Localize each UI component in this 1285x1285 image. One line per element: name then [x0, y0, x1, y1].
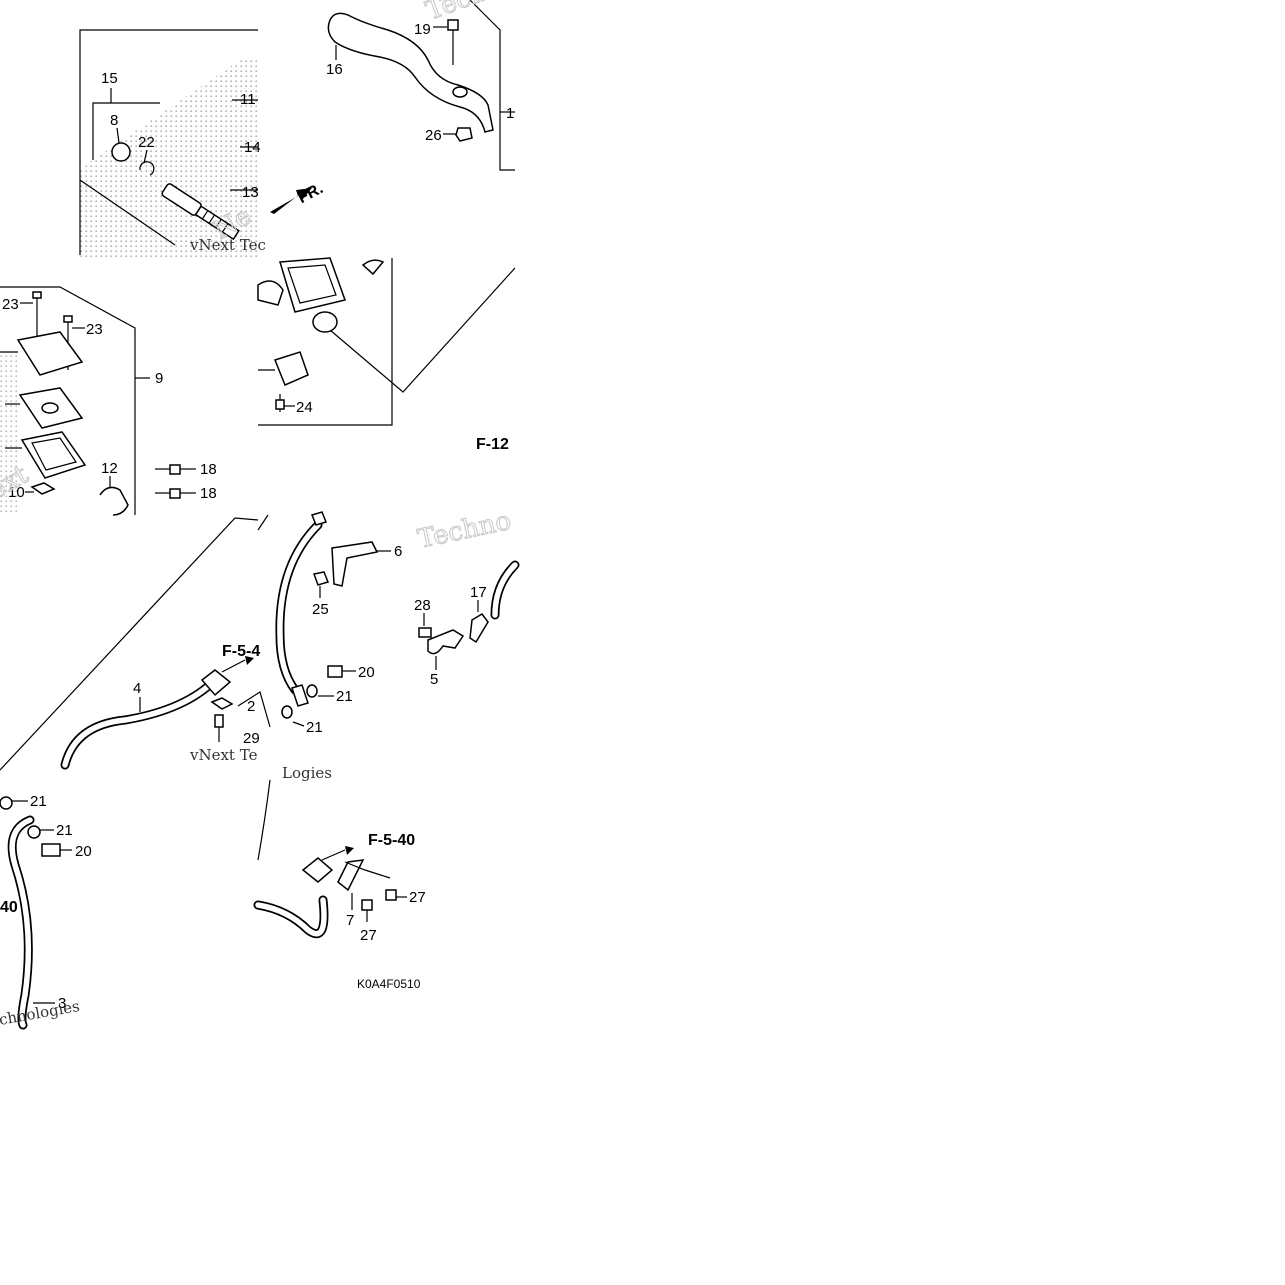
callout-18a: 18 — [200, 461, 217, 478]
tile-reservoir: 9 23 23 10 12 18 18 — [0, 286, 217, 516]
tile-master-cylinder-internals: 15 8 22 11 14 13 Ne vNext Tec — [78, 29, 266, 258]
callout-25: 25 — [312, 601, 329, 618]
direction-label: FR. — [295, 180, 326, 207]
callout-16: 16 — [326, 61, 343, 78]
callout-12: 12 — [101, 460, 118, 477]
callout-7: 7 — [346, 912, 354, 929]
watermark-logies: Logies — [282, 764, 332, 782]
tile-lower-bracket: F-5-40 7 27 27 — [253, 779, 426, 944]
watermark-next2: vNext Te — [189, 746, 258, 764]
callout-26: 26 — [425, 127, 442, 144]
callout-2: 2 — [247, 698, 255, 715]
callout-21a: 21 — [336, 688, 353, 705]
callout-24: 24 — [296, 399, 313, 416]
callout-29: 29 — [243, 730, 260, 747]
callout-21d: 21 — [56, 822, 73, 839]
watermark-chnologies: chnologies — [0, 997, 81, 1029]
callout-14: 14 — [244, 139, 261, 156]
callout-10: 10 — [8, 484, 25, 501]
callout-5: 5 — [430, 671, 438, 688]
ref-f540-bottom: F-5-40 — [368, 832, 415, 849]
callout-11: 11 — [240, 91, 256, 108]
callout-13: 13 — [242, 184, 259, 201]
callout-6: 6 — [394, 543, 402, 560]
ref-f12: F-12 — [476, 436, 509, 453]
callout-3: 3 — [58, 995, 66, 1012]
callout-20a: 20 — [358, 664, 375, 681]
ref-f540-mid: F-5-4 — [222, 643, 260, 660]
callout-27b: 27 — [360, 927, 377, 944]
callout-19: 19 — [414, 21, 431, 38]
callout-17: 17 — [470, 584, 487, 601]
watermark-brand2: Techno — [415, 506, 514, 555]
callout-18b: 18 — [200, 485, 217, 502]
callout-28: 28 — [414, 597, 431, 614]
callout-15: 15 — [101, 70, 118, 87]
callout-21b: 21 — [306, 719, 323, 736]
ref-f540-left: 40 — [0, 899, 18, 916]
callout-20b: 20 — [75, 843, 92, 860]
tile-hose-bracket: 6 25 20 21 21 Techno 5 17 28 Logies — [257, 505, 520, 782]
callout-9: 9 — [155, 370, 163, 387]
tile-master-cylinder-body: 24 — [257, 257, 516, 426]
tile-upper-hose: 4 F-5-4 2 29 vNext Te — [0, 517, 271, 771]
watermark-brand: Techno — [422, 0, 521, 27]
callout-23b: 23 — [86, 321, 103, 338]
diagram-code: K0A4F0510 — [357, 977, 421, 991]
callout-4: 4 — [133, 680, 141, 697]
callout-8: 8 — [110, 112, 118, 129]
callout-1: 1 — [506, 105, 514, 122]
tile-lower-left-hose: 21 21 20 40 3 chnologies — [0, 793, 92, 1030]
callout-22: 22 — [138, 134, 155, 151]
callout-23a: 23 — [2, 296, 19, 313]
callout-21c: 21 — [30, 793, 47, 810]
tile-brake-lever: 16 19 26 1 FR. Techno — [270, 0, 522, 214]
callout-27a: 27 — [409, 889, 426, 906]
watermark-next: vNext Tec — [189, 236, 266, 254]
